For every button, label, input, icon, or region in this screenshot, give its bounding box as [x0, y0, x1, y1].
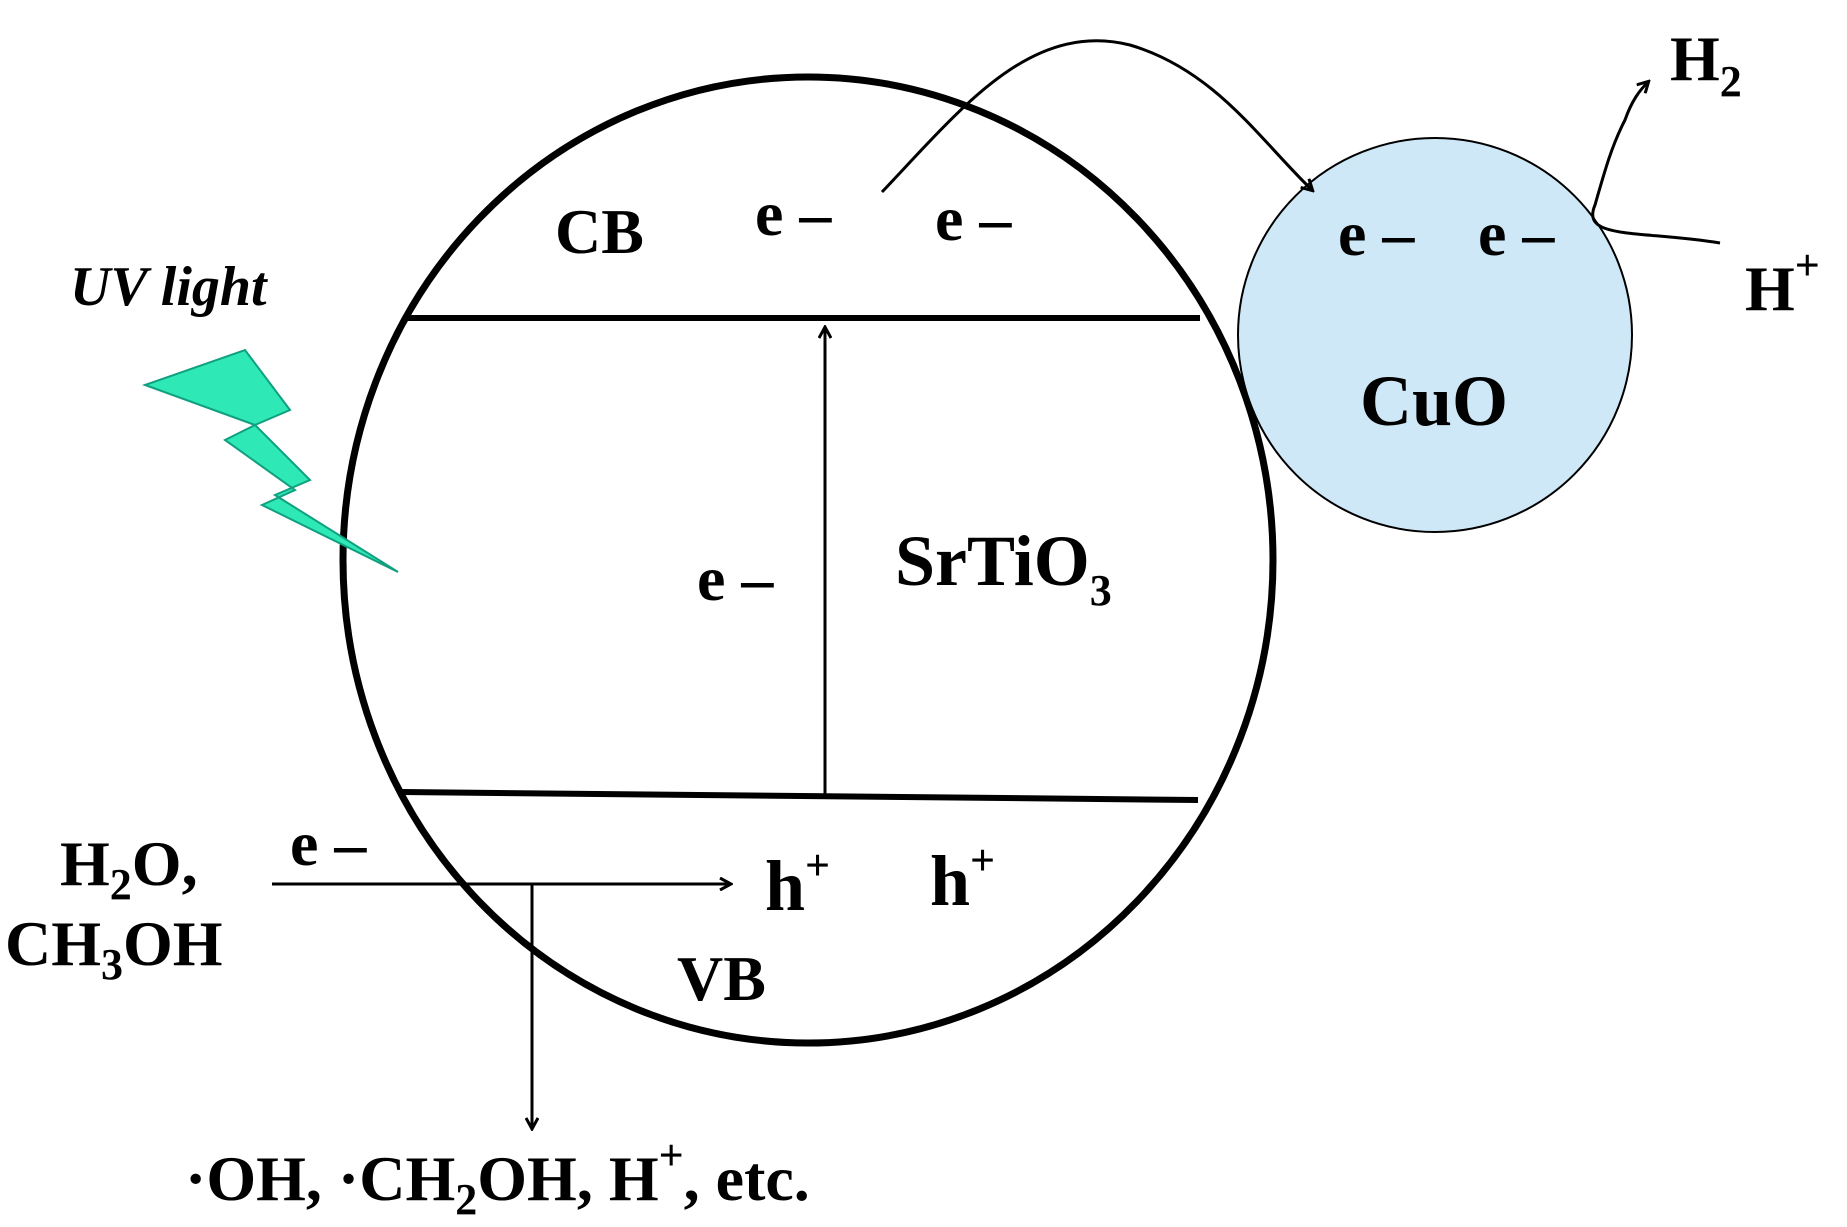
uv-light-label: UV light [70, 256, 268, 318]
valence-band-edge [401, 789, 1199, 803]
hydrogen-evolution-arrow [1591, 82, 1721, 245]
products-label: ·OH, ·CH2OH, H+, etc. [185, 1131, 810, 1222]
hole-1: h+ [765, 841, 830, 926]
electron-transfer-arrow [880, 39, 1312, 194]
vb-label: VB [677, 943, 766, 1014]
cuo-electron-1: e – [1338, 198, 1415, 269]
hplus-label: H+ [1745, 241, 1820, 324]
cuo-electron-2: e – [1478, 198, 1555, 269]
hole-2: h+ [930, 836, 995, 921]
reactant-h2o: H2O, [60, 828, 198, 909]
lightning-bolt-icon [142, 348, 399, 573]
reactant-ch3oh: CH3OH [5, 908, 223, 989]
cb-electron-1: e – [755, 178, 832, 249]
cuo-label: CuO [1360, 361, 1508, 441]
cuo-particle [1237, 137, 1633, 533]
srtio3-label: SrTiO3 [895, 521, 1112, 615]
cb-label: CB [555, 196, 644, 267]
excited-electron: e – [697, 543, 774, 614]
h2-label: H2 [1670, 23, 1742, 106]
srtio3-particle [339, 73, 1277, 1047]
cb-electron-2: e – [935, 183, 1012, 254]
vb-electron: e – [290, 808, 367, 879]
